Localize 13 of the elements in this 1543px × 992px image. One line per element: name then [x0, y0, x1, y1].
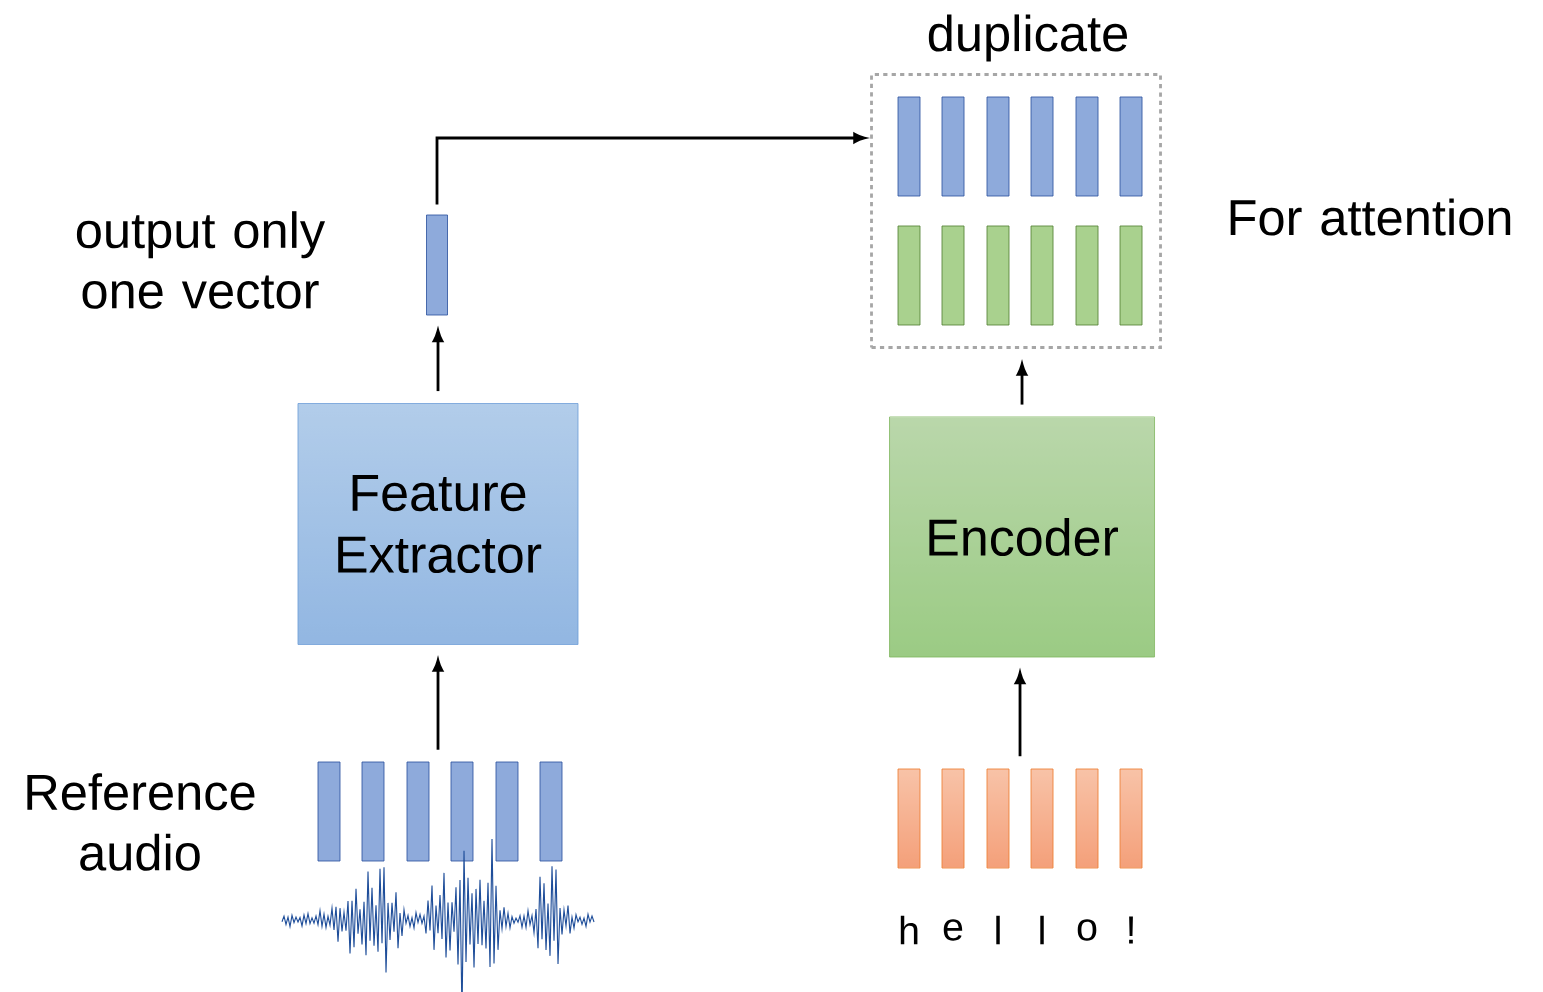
side-label: output only one vector	[76, 211, 326, 309]
letter-label: l	[996, 915, 1000, 945]
process-box: Feature Extractor	[297, 403, 579, 645]
letter-label: o	[1077, 919, 1097, 941]
side-label: Reference audio	[27, 773, 255, 871]
process-box: Encoder	[889, 416, 1155, 658]
letter-label: !	[1129, 916, 1133, 944]
letter-label: l	[1040, 915, 1044, 945]
heading-text: duplicate	[928, 14, 1127, 62]
letter-label: h	[900, 915, 918, 945]
letter-label: e	[943, 919, 963, 941]
token-bars-drawing	[897, 768, 1143, 869]
side-label: For attention	[1230, 198, 1511, 236]
